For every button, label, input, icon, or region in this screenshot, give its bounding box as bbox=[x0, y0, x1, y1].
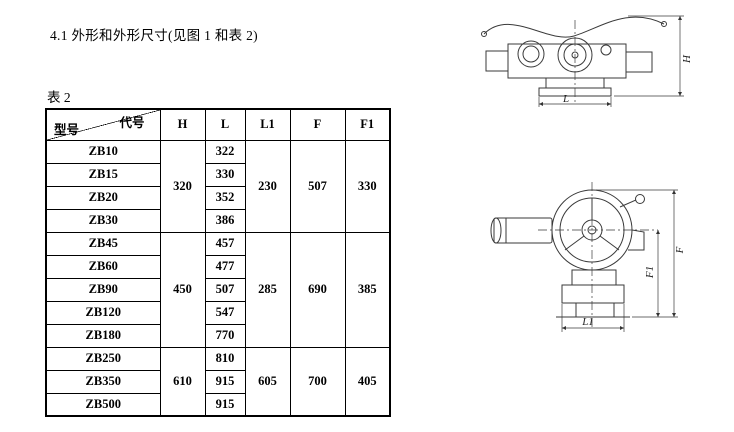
l-value-cell: 547 bbox=[204, 300, 246, 325]
model-cell: ZB10 bbox=[45, 139, 161, 164]
side-bracket bbox=[628, 229, 645, 251]
model-cell: ZB350 bbox=[45, 369, 161, 394]
model-cell: ZB60 bbox=[45, 254, 161, 279]
motor-cylinder bbox=[493, 217, 553, 244]
spoke-right bbox=[599, 235, 620, 251]
dim-label-f: F bbox=[674, 246, 686, 254]
table-row: ZB10 320 322 230 507 330 bbox=[45, 139, 391, 233]
f1-value-cell: 330 bbox=[344, 139, 391, 233]
h-value-cell: 450 bbox=[159, 231, 206, 348]
actuator-side-view-figure: F F1 L1 bbox=[490, 182, 686, 332]
l-value-cell: 322 bbox=[204, 139, 246, 164]
dim-label-l: L bbox=[562, 93, 569, 105]
indicator-circle bbox=[600, 44, 612, 56]
table-row: ZB15 330 bbox=[45, 162, 390, 187]
header-cell-l: L bbox=[204, 108, 246, 141]
l-value-cell: 477 bbox=[204, 254, 246, 279]
model-cell: ZB20 bbox=[45, 185, 161, 210]
l-value-cell: 386 bbox=[204, 208, 246, 233]
actuator-body bbox=[507, 43, 627, 79]
h-value-cell: 320 bbox=[159, 139, 206, 233]
header-cell-h: H bbox=[159, 108, 206, 141]
l-value-cell: 330 bbox=[204, 162, 246, 187]
l1-value-cell: 605 bbox=[244, 346, 291, 417]
code-header-label: 代号 bbox=[119, 116, 145, 130]
knob-arm bbox=[619, 199, 637, 208]
model-cell: ZB250 bbox=[45, 346, 161, 371]
l-value-cell: 915 bbox=[204, 369, 246, 394]
table-row: ZB60 477 bbox=[45, 254, 390, 279]
table-row: ZB90 507 bbox=[45, 277, 390, 302]
f-value-cell: 700 bbox=[289, 346, 346, 417]
model-cell: ZB45 bbox=[45, 231, 161, 256]
motor-end-circle bbox=[517, 40, 545, 68]
l-value-cell: 810 bbox=[204, 346, 246, 371]
model-cell: ZB30 bbox=[45, 208, 161, 233]
l-value-cell: 915 bbox=[204, 392, 246, 417]
header-cell-f: F bbox=[289, 108, 346, 141]
l1-value-cell: 285 bbox=[244, 231, 291, 348]
handle-grip-left bbox=[481, 31, 487, 37]
model-header-label: 型号 bbox=[54, 122, 80, 137]
header-cell-l1: L1 bbox=[244, 108, 291, 141]
f-value-cell: 690 bbox=[289, 231, 346, 348]
f-value-cell: 507 bbox=[289, 139, 346, 233]
dimensions-table: 型号 代号 H L L1 F F1 ZB10 320 322 230 507 3… bbox=[45, 108, 391, 417]
handle-grip-right bbox=[661, 21, 667, 27]
header-cell-f1: F1 bbox=[344, 108, 391, 141]
table-row: ZB250 610 810 605 700 405 bbox=[45, 346, 391, 417]
dim-label-f1: F1 bbox=[644, 266, 656, 279]
motor-cap bbox=[490, 217, 502, 244]
left-housing bbox=[485, 50, 509, 72]
table-row: ZB500 915 bbox=[45, 392, 390, 417]
table-row: ZB120 547 bbox=[45, 300, 390, 325]
h-value-cell: 610 bbox=[159, 346, 206, 417]
motor-end-circle-inner bbox=[522, 45, 540, 63]
model-cell: ZB15 bbox=[45, 162, 161, 187]
f1-value-cell: 405 bbox=[344, 346, 391, 417]
model-cell: ZB90 bbox=[45, 277, 161, 302]
section-heading: 4.1 外形和外形尺寸(见图 1 和表 2) bbox=[50, 28, 258, 43]
table-caption: 表 2 bbox=[47, 90, 71, 105]
actuator-front-view-figure: H L bbox=[481, 15, 693, 107]
position-knob bbox=[635, 194, 645, 204]
stem-housing bbox=[571, 269, 617, 286]
right-housing bbox=[625, 51, 653, 73]
table-row: ZB350 915 bbox=[45, 369, 390, 394]
dim-label-h: H bbox=[681, 54, 693, 64]
valve-base bbox=[575, 302, 615, 318]
l-value-cell: 352 bbox=[204, 185, 246, 210]
l1-value-cell: 230 bbox=[244, 139, 291, 233]
handwheel-bar bbox=[483, 16, 665, 38]
spoke-left bbox=[564, 235, 585, 251]
model-cell: ZB120 bbox=[45, 300, 161, 325]
table-row: ZB180 770 bbox=[45, 323, 390, 348]
l-value-cell: 457 bbox=[204, 231, 246, 256]
dim-label-l1: L1 bbox=[581, 316, 594, 328]
model-cell: ZB500 bbox=[45, 392, 161, 417]
header-cell-model-code: 型号 代号 bbox=[45, 108, 161, 141]
table-row: ZB45 450 457 285 690 385 bbox=[45, 231, 391, 348]
header-row: 型号 代号 H L L1 F F1 bbox=[45, 108, 391, 141]
l-value-cell: 507 bbox=[204, 277, 246, 302]
f1-value-cell: 385 bbox=[344, 231, 391, 348]
model-cell: ZB180 bbox=[45, 323, 161, 348]
table-row: ZB30 386 bbox=[45, 208, 390, 233]
l-value-cell: 770 bbox=[204, 323, 246, 348]
valve-body bbox=[561, 284, 625, 304]
